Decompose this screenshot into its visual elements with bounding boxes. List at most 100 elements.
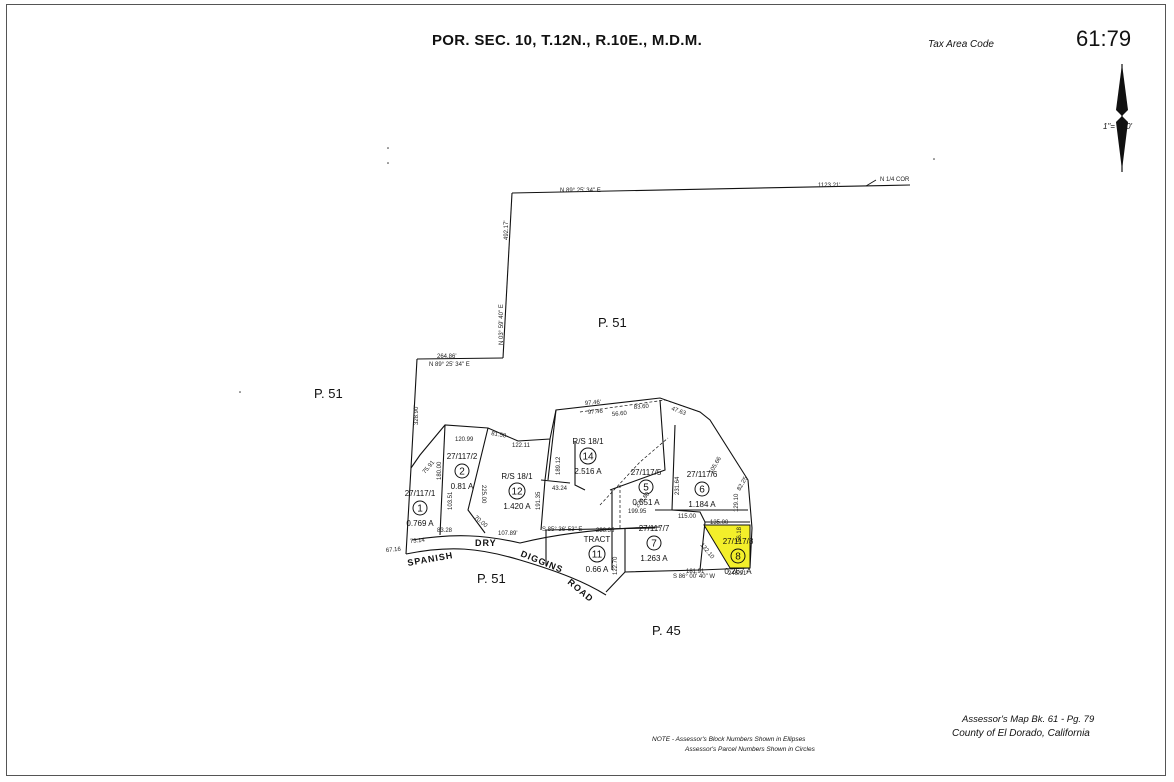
dimension-label: 81.58	[491, 431, 507, 440]
parcel-book-label: R/S 18/1	[501, 472, 533, 481]
dimension-label: 107.89'	[498, 531, 518, 537]
dimension-label: 67.16	[386, 547, 402, 554]
parcel-number: 14	[582, 452, 594, 463]
dimension-label: 191.35	[536, 491, 542, 510]
parcel-number: 1	[417, 504, 423, 515]
parcel-14[interactable]: R/S 18/1 14 2.516 A	[572, 437, 604, 476]
offset-distance: 264.86'	[437, 354, 457, 360]
parcel-book-label: 27/117/1	[405, 489, 436, 498]
dimension-label: 47.63	[670, 406, 687, 417]
parcel-book-label: 27/117/7	[639, 524, 670, 533]
dimension-label: 122.11	[512, 443, 531, 449]
parcel-book-label: 27/117/8	[723, 537, 754, 546]
dimension-label: 122.70	[613, 556, 619, 575]
dimension-label: 236.35	[596, 528, 615, 534]
parcel-12[interactable]: R/S 18/1 12 1.420 A	[501, 472, 533, 511]
parcel-acreage: 0.267 A	[724, 567, 752, 576]
parcel-acreage: 2.516 A	[574, 467, 602, 476]
parcel-number: 7	[651, 539, 657, 550]
parcel-acreage: 0.81 A	[451, 482, 474, 491]
dimension-label: 75.91	[422, 459, 437, 475]
dimension-label: 83.28	[437, 528, 453, 534]
parcel-acreage: 1.420 A	[503, 502, 531, 511]
north-arrow-icon	[1116, 64, 1128, 172]
boundary-lines	[405, 179, 911, 596]
parcel-book-label: TRACT	[584, 535, 611, 544]
parcel-number-circle	[694, 481, 710, 497]
west-upper-distance: 492.17'	[504, 221, 510, 241]
dimension-label: 56.60	[612, 411, 628, 418]
dimension-label: 181.91	[686, 569, 705, 575]
parcel-7[interactable]: 27/117/7 7 1.263 A	[639, 524, 670, 563]
parcel-acreage: 0.66 A	[586, 565, 609, 574]
county-label: County of El Dorado, California	[952, 728, 1090, 739]
assessor-map-reference: Assessor's Map Bk. 61 - Pg. 79	[962, 714, 1095, 725]
parcel-acreage: 0.551 A	[632, 498, 660, 507]
parcel-6[interactable]: 27/117/6 6 1.184 A	[687, 470, 718, 509]
note-line-1: NOTE - Assessor's Block Numbers Shown in…	[652, 736, 806, 743]
parcel-number-circle	[412, 500, 428, 516]
parcel-number: 8	[735, 552, 741, 563]
note-line-2: Assessor's Parcel Numbers Shown in Circl…	[685, 746, 815, 753]
road-word-4: ROAD	[566, 577, 596, 604]
parcel-book-label: 27/117/2	[447, 452, 478, 461]
dimension-label: 97.46'	[585, 400, 602, 407]
dimension-label: 103.51	[448, 491, 454, 510]
parcel-number: 12	[511, 487, 523, 498]
parcel-8-highlight[interactable]	[703, 524, 751, 569]
parcel-number-circle	[646, 535, 662, 551]
dimension-label: 83.60	[634, 404, 650, 411]
dimension-label: 180.00	[437, 461, 443, 480]
tax-area-label: Tax Area Code	[928, 39, 994, 50]
parcel-5[interactable]: 27/117/5 5 0.551 A	[631, 468, 662, 507]
dimension-label: S 85° 36' 53" E	[542, 527, 582, 533]
north-line-bearing: N 89° 25' 34" E	[560, 188, 601, 194]
west-lower-distance: 328.90'	[414, 406, 420, 426]
parcel-book-label: 27/117/5	[631, 468, 662, 477]
parcel-number: 11	[592, 550, 603, 561]
region-p51-left: P. 51	[314, 386, 343, 401]
dimension-label: 225.00	[480, 485, 486, 504]
parcel-number-circle	[730, 548, 746, 564]
parcel-acreage: 1.263 A	[640, 554, 668, 563]
dimension-label: 56.18	[737, 526, 743, 542]
parcel-acreage: 1.184 A	[688, 500, 716, 509]
parcel-number: 6	[699, 485, 705, 496]
parcel-number-circle	[579, 447, 597, 465]
dimension-label: 231.64	[675, 476, 681, 495]
region-p51-top: P. 51	[598, 315, 627, 330]
dimension-label: 115.00	[678, 514, 697, 520]
parcel-1[interactable]: 27/117/1 1 0.769 A	[405, 489, 436, 528]
map-title: POR. SEC. 10, T.12N., R.10E., M.D.M.	[432, 32, 703, 49]
parcel-11[interactable]: TRACT 11 0.66 A	[584, 535, 611, 574]
parcel-acreage: 0.769 A	[406, 519, 434, 528]
road-word-2: DRY	[475, 538, 497, 548]
dimension-label: 120.99	[455, 437, 474, 443]
dimension-label: 129.10	[734, 493, 740, 512]
dimension-label: 189.12	[556, 456, 562, 475]
parcel-book-label: 27/117/6	[687, 470, 718, 479]
dimension-label: 73.14	[410, 538, 426, 545]
dimension-label: 43.24	[552, 486, 568, 492]
dimension-label: 199.95	[628, 509, 647, 515]
parcel-number: 5	[643, 483, 649, 494]
page-number: 61:79	[1076, 26, 1132, 51]
parcel-2[interactable]: 27/117/220.81 A	[447, 452, 478, 491]
parcel-number-circle	[508, 482, 526, 500]
dimension-label: 82.25	[737, 475, 750, 492]
corner-label: N 1/4 COR	[880, 177, 910, 183]
west-bearing: N 03° 59' 40" E	[499, 304, 505, 345]
parcel-8[interactable]: 27/117/8 8 0.267 A	[723, 537, 754, 576]
north-line-distance: 1123.21'	[818, 183, 840, 189]
south-distance: 246.91'	[728, 571, 748, 577]
parcel-number-circle	[588, 545, 606, 563]
parcel-book-label: R/S 18/1	[572, 437, 604, 446]
offset-bearing: N 89° 25' 34" E	[429, 362, 470, 368]
south-bearing: S 86° 00' 40" W	[673, 574, 715, 580]
region-p51-bottom: P. 51	[477, 571, 506, 586]
dimension-label: 97.46	[588, 409, 604, 416]
parcel-number-circle	[638, 479, 654, 495]
map-frame	[6, 4, 1166, 776]
region-p45: P. 45	[652, 623, 681, 638]
